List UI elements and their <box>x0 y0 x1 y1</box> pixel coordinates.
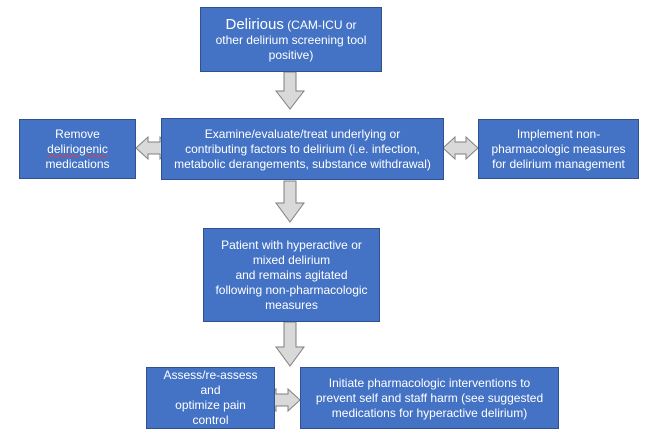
node-evaluate-line1: Examine/evaluate/treat underlying or <box>204 126 401 141</box>
node-assess-line2: optimize pain <box>175 398 246 412</box>
node-implement-line2: pharmacologic measures <box>491 141 626 156</box>
node-assess-line1: Assess/re-assess and <box>163 368 258 397</box>
node-remove-line3: medications <box>45 156 110 171</box>
node-implement: Implement non- pharmacologic measures fo… <box>478 119 639 179</box>
node-remove-line1: Remove <box>55 126 100 141</box>
node-initiate-line1: Initiate pharmacologic interventions to <box>328 375 531 390</box>
node-initiate-line3: medications for hyperactive delirium) <box>331 405 528 420</box>
node-evaluate-line3: metabolic derangements, substance withdr… <box>174 156 431 171</box>
node-delirious-title: Delirious <box>225 15 284 33</box>
node-assess: Assess/re-assess and optimize pain contr… <box>146 367 275 429</box>
node-delirious-line1: Delirious (CAM-ICU or <box>225 17 356 33</box>
node-initiate-line2: prevent self and staff harm (see suggest… <box>315 390 544 405</box>
down-arrow-1 <box>274 71 306 110</box>
node-hyperactive-line2: mixed delirium <box>252 252 331 267</box>
node-remove-line2: deliriogenic <box>47 141 108 156</box>
node-delirious-subtitle: (CAM-ICU or <box>287 17 357 32</box>
node-implement-line3: for delirium management <box>492 156 625 171</box>
down-arrow-2 <box>275 180 305 223</box>
node-implement-line1: Implement non- <box>516 126 601 141</box>
node-evaluate: Examine/evaluate/treat underlying or con… <box>161 118 444 180</box>
node-hyperactive: Patient with hyperactive or mixed deliri… <box>203 228 380 322</box>
node-delirious: Delirious (CAM-ICU or other delirium scr… <box>200 7 382 72</box>
node-delirious-line3: positive) <box>268 47 314 62</box>
node-hyperactive-line3: and remains agitated <box>235 267 348 282</box>
node-assess-line3: control <box>192 413 229 427</box>
node-remove: Remove deliriogenic medications <box>19 119 136 179</box>
node-evaluate-line2: contributing factors to delirium (i.e. i… <box>185 141 420 156</box>
node-hyperactive-line5: measures <box>265 297 318 312</box>
down-arrow-3 <box>275 321 305 367</box>
node-delirious-line2: other delirium screening tool <box>215 32 367 47</box>
node-hyperactive-line1: Patient with hyperactive or <box>221 237 362 252</box>
node-initiate: Initiate pharmacologic interventions to … <box>300 367 559 429</box>
double-arrow-right <box>442 135 479 161</box>
node-hyperactive-line4: following non-pharmacologic <box>215 282 368 297</box>
